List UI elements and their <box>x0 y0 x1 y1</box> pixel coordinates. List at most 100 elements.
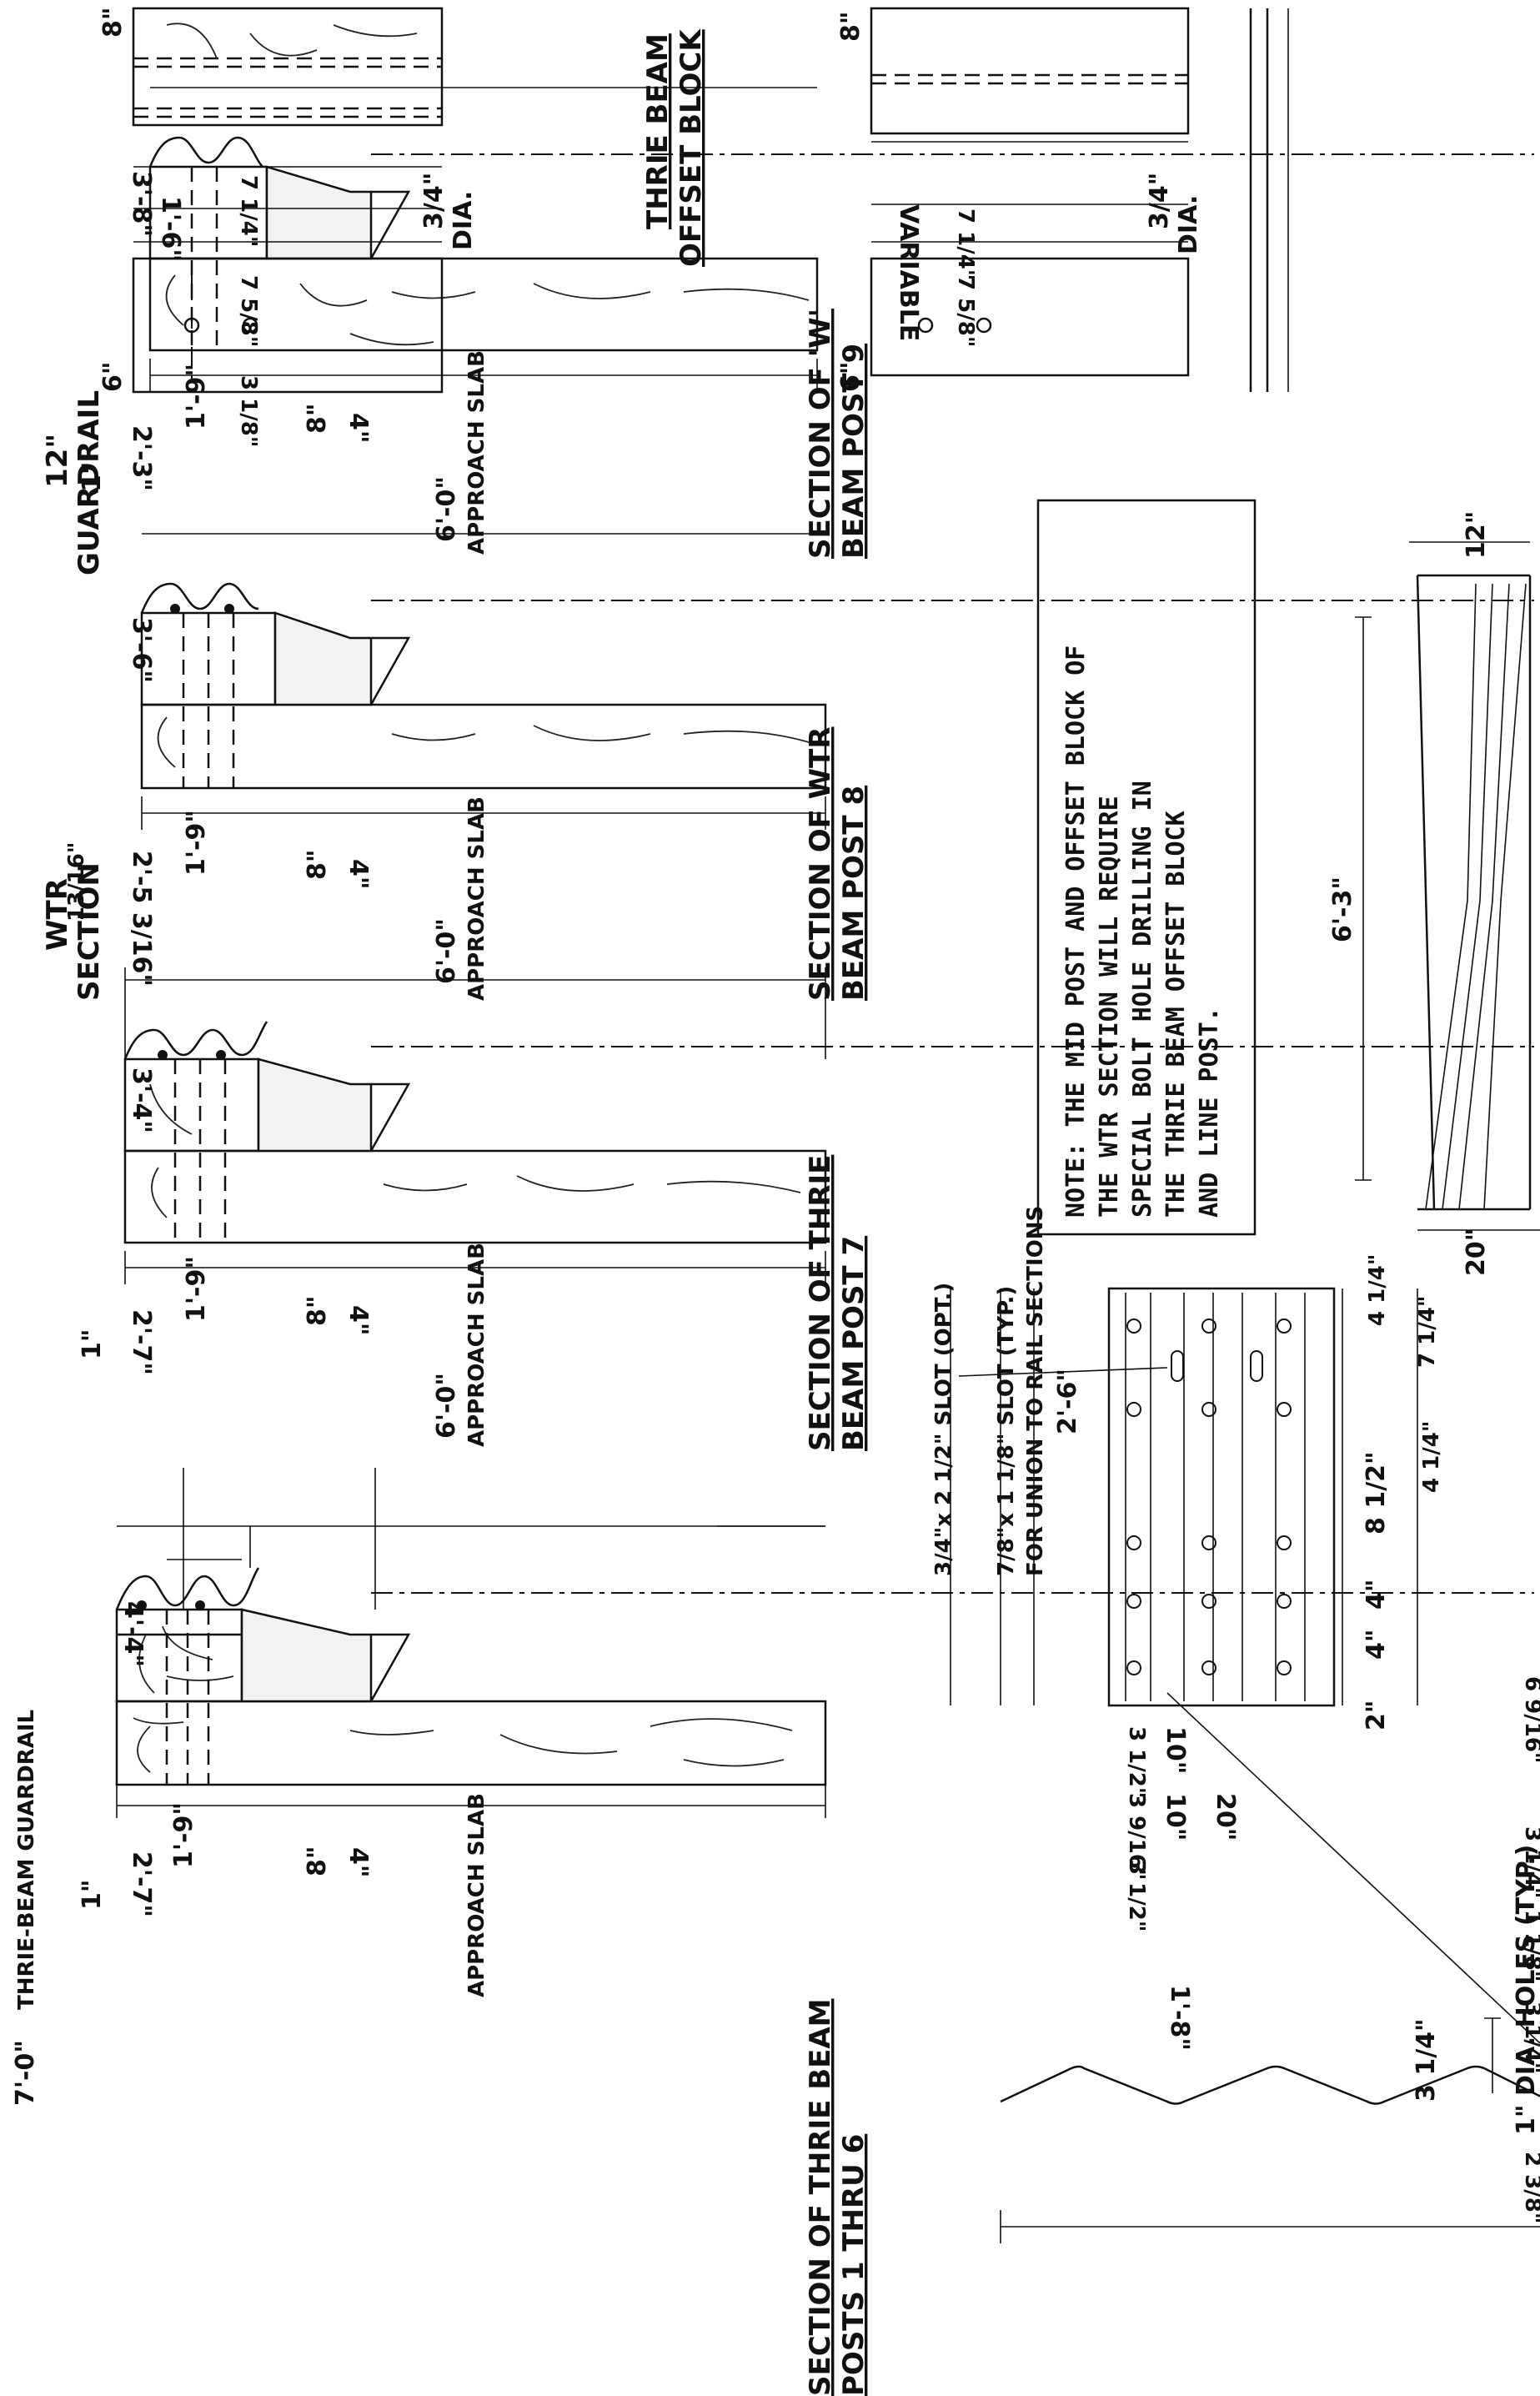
s4-top: 2'-3" <box>127 425 156 491</box>
sp-d414b: 4 1/4" <box>1365 1254 1390 1326</box>
ob-d318: 3 1/8" <box>236 375 261 447</box>
s3-arm: 1'-9" <box>182 810 211 876</box>
s2-width: 6'-0" <box>432 1373 461 1439</box>
mid-post-side-view <box>870 257 1190 377</box>
s2-bottom: 3'-4" <box>127 1067 156 1133</box>
s1-post-top: 1" <box>78 1879 107 1910</box>
section-post-8 <box>140 533 1534 830</box>
splice-plate <box>950 1287 1540 2044</box>
s2-top: 2'-7" <box>127 1309 156 1375</box>
sp-d414a: 4 1/4" <box>1419 1421 1444 1493</box>
s2-post-top: 1" <box>78 1329 107 1359</box>
s4-bottom: 3'-8" <box>127 171 156 237</box>
s4-curb: 8" <box>303 403 332 434</box>
s1-width: 7'-0" <box>11 2040 40 2106</box>
ob-title-1: THRIE BEAM <box>641 33 675 229</box>
sp-slot-union: FOR UNION TO RAIL SECTIONS <box>1023 1206 1048 1576</box>
s4-label-1: 12" <box>41 434 74 488</box>
s1-slab: APPROACH SLAB <box>464 1793 489 1997</box>
rp-d6916: 6 9/16" <box>1520 1676 1540 1763</box>
s2-title-1: SECTION OF THRIE <box>804 1155 837 1451</box>
sp-holes: 1" DIA. HOLES (TYP.) <box>1512 1845 1540 2135</box>
s1-bottom: 4'-4" <box>118 1601 148 1667</box>
s4-title-1: SECTION OF 'W' <box>804 309 837 559</box>
sp-d2: 2" <box>1362 1700 1391 1730</box>
s2-post-w: 4" <box>344 1305 373 1336</box>
s4-post-w: 4" <box>344 413 373 444</box>
mp-dia-2: DIA. <box>1174 195 1203 254</box>
s1-arm: 1'-9" <box>169 1802 198 1868</box>
mid-post-detail <box>870 7 1289 392</box>
s4-arm: 1'-9" <box>182 364 211 429</box>
wp-len: 6'-3" <box>1328 877 1357 942</box>
s2-title-2: BEAM POST 7 <box>837 1236 870 1451</box>
ob-d8: 8" <box>98 7 128 38</box>
s4-label-2: GUARDRAIL <box>73 390 106 575</box>
wp-w12: 12" <box>1462 511 1491 559</box>
post-3 <box>140 703 827 790</box>
s4-title-2: BEAM POST 9 <box>837 344 870 559</box>
rp-d3141: 3 1/4" <box>1520 2002 1540 2073</box>
approach-slab-2 <box>257 1057 373 1153</box>
wp-w20: 20" <box>1462 1228 1491 1276</box>
rp-d118: 1 1/8" <box>1520 1910 1540 1982</box>
s4-slab: APPROACH SLAB <box>464 350 489 555</box>
s2-curb: 8" <box>303 1295 332 1326</box>
note-line-4: THE THRIE BEAM OFFSET BLOCK <box>1161 811 1191 1218</box>
mp-d714: 7 1/4" <box>953 208 978 280</box>
ob-len: 1'-6" <box>156 196 185 262</box>
s3-title-1: SECTION OF WTR <box>804 726 837 1001</box>
s2-slab: APPROACH SLAB <box>464 1243 489 1447</box>
s3-label-2: SECTION <box>73 862 106 1001</box>
s3-slab: APPROACH SLAB <box>464 796 489 1001</box>
post-1 <box>115 1700 827 1786</box>
ob-d714: 7 1/4" <box>236 175 261 247</box>
mp-variable: VARIABLE <box>894 204 923 341</box>
offset-block-detail <box>132 7 444 394</box>
s3-post-top: 13/16" <box>64 842 89 922</box>
sp-d312b: 3 1/2" <box>1124 1726 1149 1798</box>
s1-title-1: SECTION OF THRIE BEAM <box>804 1999 837 2396</box>
offset-block-side-view <box>132 257 444 394</box>
s1-label: THRIE-BEAM GUARDRAIL <box>14 1710 39 2010</box>
section-post-7 <box>123 967 1534 1284</box>
s4-post-top: 1" <box>78 461 107 492</box>
rail-profile <box>1000 2017 1540 2243</box>
section-posts-1-6 <box>115 1468 1534 1818</box>
s1-title-2: POSTS 1 THRU 6 <box>837 2134 870 2396</box>
s1-curb: 8" <box>303 1846 332 1876</box>
s3-title-2: BEAM POST 8 <box>837 786 870 1001</box>
note-line-5: AND LINE POST. <box>1195 1007 1224 1218</box>
ob-dia-2: DIA. <box>449 191 478 250</box>
post-4 <box>148 257 819 352</box>
sp-len: 2'-6" <box>1053 1369 1082 1434</box>
ob-d6: 6" <box>98 361 128 392</box>
thrie-rail-1 <box>115 1567 260 1610</box>
mp-d6: 6" <box>836 361 865 392</box>
sp-d20: 20" <box>1211 1793 1240 1841</box>
sp-slot-typ: 7/8"x 1 1/8" SLOT (TYP.) <box>994 1286 1019 1576</box>
ob-dia-1: 3/4" <box>419 173 449 229</box>
note-line-2: THE WTR SECTION WILL REQUIRE <box>1095 796 1124 1218</box>
approach-slab-4 <box>265 165 373 260</box>
s3-bottom: 3'-6" <box>127 617 156 683</box>
splice-plate-outline <box>1107 1287 1336 1707</box>
rp-d314: 3 1/4" <box>1412 2018 1441 2102</box>
sp-slot-opt: 3/4"x 2 1/2" SLOT (OPT.) <box>931 1283 956 1576</box>
sp-d4b: 4" <box>1362 1579 1391 1610</box>
sp-d812: 8 1/2" <box>1362 1451 1391 1535</box>
note-box <box>1036 499 1257 1236</box>
sp-d312a: 3 1/2" <box>1124 1860 1149 1931</box>
ob-d758: 7 5/8" <box>236 275 261 347</box>
mid-post-top-view <box>870 7 1190 135</box>
rp-d238: 2 3/8" <box>1520 2152 1540 2223</box>
rp-width: 1'-8" <box>1165 1985 1194 2051</box>
approach-slab-3 <box>273 611 373 706</box>
sp-d714: 7 1/4" <box>1415 1296 1440 1368</box>
s1-post-w: 4" <box>344 1847 373 1878</box>
note-line-3: SPECIAL BOLT HOLE DRILLING IN <box>1128 781 1157 1218</box>
s2-arm: 1'-9" <box>182 1256 211 1322</box>
sp-d10b: 10" <box>1161 1726 1190 1774</box>
s3-post-w: 4" <box>344 859 373 890</box>
rp-d3142: 3 1/4" <box>1520 1826 1540 1898</box>
